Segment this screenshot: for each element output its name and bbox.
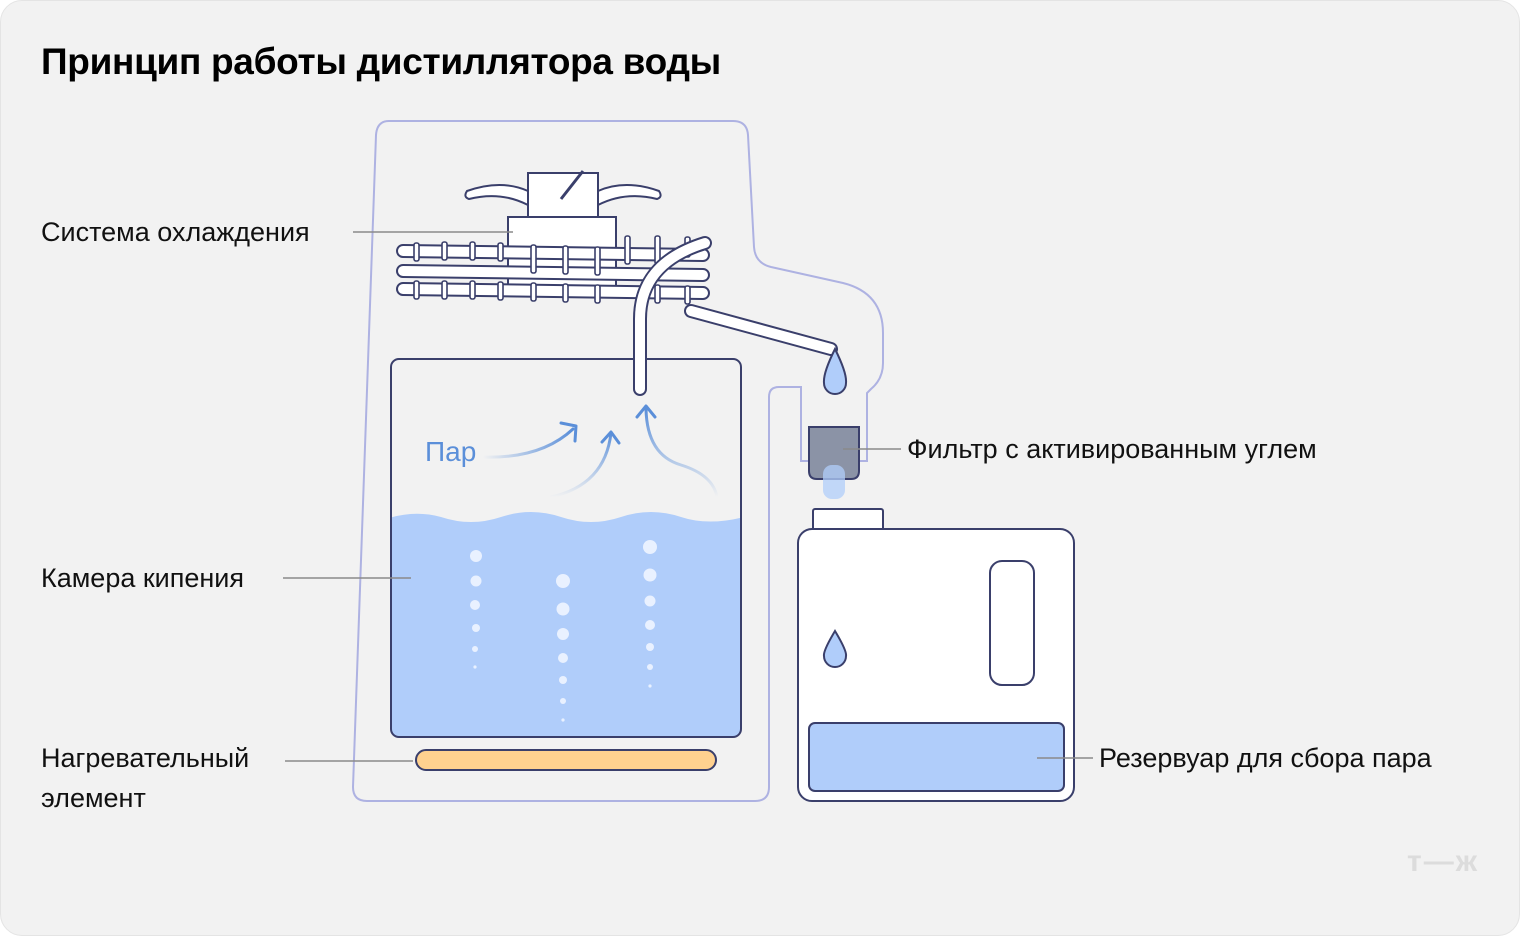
label-heating-element: Нагревательный элемент — [41, 743, 250, 813]
bubbles — [470, 540, 657, 722]
brand-logo: т—ж — [1407, 845, 1479, 878]
label-cooling-system: Система охлаждения — [41, 217, 310, 247]
collection-reservoir — [797, 508, 1075, 802]
page-title: Принцип работы дистиллятора воды — [41, 41, 721, 82]
leader-lines — [283, 231, 1093, 762]
carbon-filter — [808, 426, 860, 499]
distiller-housing — [351, 120, 884, 802]
heating-element — [415, 749, 717, 771]
cooling-system — [396, 170, 710, 305]
water-drop — [822, 346, 848, 395]
label-carbon-filter: Фильтр с активированным углем — [907, 434, 1317, 464]
steam-arrows — [481, 404, 719, 499]
label-boiling-chamber: Камера кипения — [41, 563, 245, 593]
label-steam: Пар — [425, 436, 477, 467]
label-collection-reservoir: Резервуар для сбора пара — [1099, 743, 1432, 773]
boiling-chamber — [390, 358, 742, 738]
water — [391, 512, 741, 737]
